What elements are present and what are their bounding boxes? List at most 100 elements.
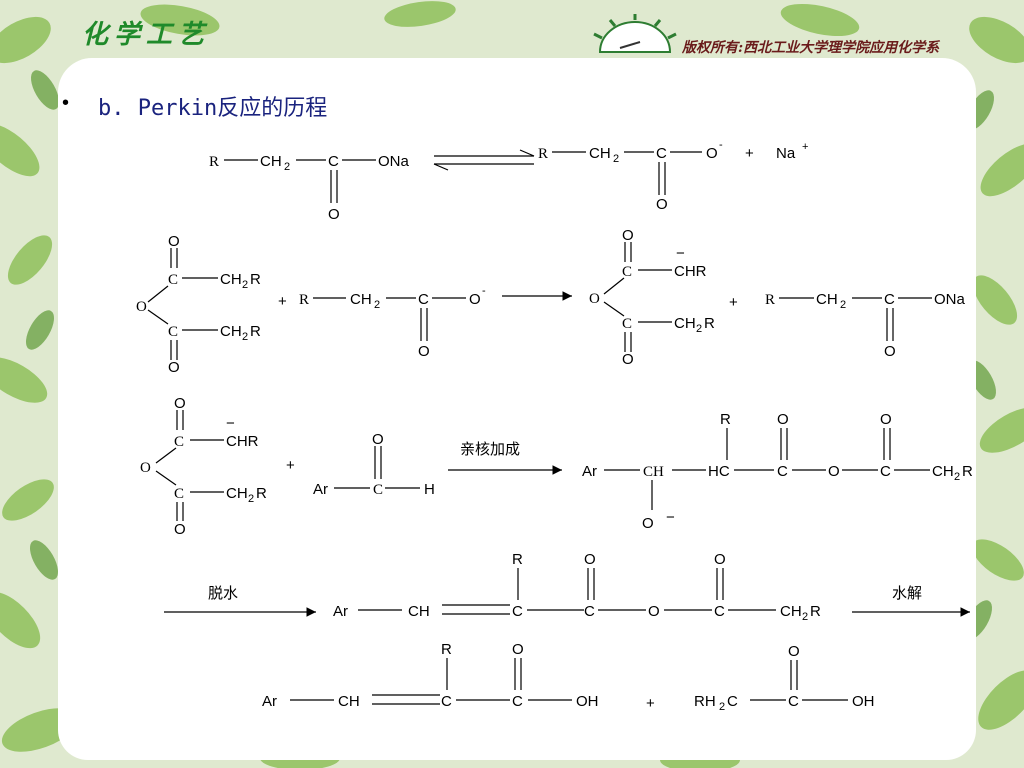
atom-O: O bbox=[328, 206, 340, 223]
atom-C: C bbox=[512, 693, 523, 710]
atom-CH2: CH bbox=[260, 153, 282, 170]
atom-C: C bbox=[328, 153, 339, 170]
group-Ar: Ar bbox=[262, 693, 277, 710]
atom-O: O bbox=[589, 291, 600, 307]
group-CHR: CHR bbox=[674, 263, 707, 280]
atom-O: O bbox=[642, 515, 654, 532]
group-CH: CH bbox=[338, 693, 360, 710]
sunrise-logo-icon bbox=[593, 14, 677, 53]
label-hydrolysis: 水解 bbox=[892, 585, 922, 602]
atom-CH2: CH bbox=[816, 291, 838, 308]
atom-H: H bbox=[424, 481, 435, 498]
label-nucleophilic-addition: 亲核加成 bbox=[460, 441, 520, 458]
subscript-2: 2 bbox=[696, 323, 702, 335]
plus-sign: + bbox=[278, 293, 287, 310]
plus-sign: + bbox=[646, 695, 655, 712]
atom-O: O bbox=[648, 603, 660, 620]
atom-O: O bbox=[622, 227, 634, 244]
group-CH: CH bbox=[643, 464, 664, 480]
atom-R: R bbox=[441, 641, 452, 658]
atom-C: C bbox=[512, 603, 523, 620]
atom-C: C bbox=[174, 486, 184, 502]
atom-O: O bbox=[469, 291, 481, 308]
group-Ar: Ar bbox=[313, 481, 328, 498]
subscript-2: 2 bbox=[242, 331, 248, 343]
ion-Na: Na bbox=[776, 145, 796, 162]
atom-C: C bbox=[584, 603, 595, 620]
atom-R: R bbox=[299, 292, 309, 308]
group-CH2R-R: R bbox=[962, 463, 973, 480]
subscript-2: 2 bbox=[802, 611, 808, 623]
atom-R: R bbox=[209, 154, 219, 170]
atom-O: O bbox=[418, 343, 430, 360]
subscript-2: 2 bbox=[284, 161, 290, 173]
atom-O: O bbox=[656, 196, 668, 213]
atom-C: C bbox=[656, 145, 667, 162]
atom-O: O bbox=[174, 395, 186, 412]
atom-O: O bbox=[828, 463, 840, 480]
atom-O: O bbox=[706, 145, 718, 162]
subscript-2: 2 bbox=[242, 279, 248, 291]
copyright-text: 版权所有:西北工业大学理学院应用化学系 bbox=[682, 40, 940, 56]
group-CH2R-R: R bbox=[250, 271, 261, 288]
atom-O: O bbox=[136, 299, 147, 315]
group-CH2R-R: R bbox=[810, 603, 821, 620]
atom-C: C bbox=[777, 463, 788, 480]
atom-CH2: CH bbox=[350, 291, 372, 308]
charge-minus: − bbox=[226, 415, 235, 432]
group-OH: OH bbox=[576, 693, 599, 710]
atom-O: O bbox=[168, 233, 180, 250]
subscript-2: 2 bbox=[613, 153, 619, 165]
subscript-2: 2 bbox=[954, 471, 960, 483]
group-ONa: ONa bbox=[378, 153, 410, 170]
subscript-2: 2 bbox=[374, 299, 380, 311]
atom-C: C bbox=[168, 324, 178, 340]
atom-O: O bbox=[788, 643, 800, 660]
atom-O: O bbox=[512, 641, 524, 658]
atom-O: O bbox=[372, 431, 384, 448]
group-CH: CH bbox=[408, 603, 430, 620]
charge-minus: − bbox=[676, 245, 685, 262]
page-title: b. Perkin反应的历程 bbox=[98, 96, 328, 121]
atom-C: C bbox=[714, 603, 725, 620]
atom-O: O bbox=[714, 551, 726, 568]
group-CHR: CHR bbox=[226, 433, 259, 450]
charge-minus: - bbox=[482, 285, 486, 297]
atom-R: R bbox=[720, 411, 731, 428]
subscript-2: 2 bbox=[248, 493, 254, 505]
atom-C: C bbox=[880, 463, 891, 480]
atom-O: O bbox=[140, 460, 151, 476]
group-RH2C-C: C bbox=[727, 693, 738, 710]
group-OH: OH bbox=[852, 693, 875, 710]
atom-C: C bbox=[788, 693, 799, 710]
atom-C: C bbox=[622, 316, 632, 332]
group-CH2R: CH bbox=[674, 315, 696, 332]
group-RH2C: RH bbox=[694, 693, 716, 710]
atom-O: O bbox=[884, 343, 896, 360]
subscript-2: 2 bbox=[840, 299, 846, 311]
header-logo-text: 化学工艺 bbox=[82, 20, 211, 50]
bullet-dot: • bbox=[62, 92, 70, 114]
plus-sign: + bbox=[286, 457, 295, 474]
group-CH2R: CH bbox=[226, 485, 248, 502]
atom-O: O bbox=[777, 411, 789, 428]
atom-R: R bbox=[765, 292, 775, 308]
group-Ar: Ar bbox=[333, 603, 348, 620]
group-ONa: ONa bbox=[934, 291, 966, 308]
atom-O: O bbox=[622, 351, 634, 368]
group-CH2R-R: R bbox=[256, 485, 267, 502]
atom-C: C bbox=[884, 291, 895, 308]
group-CH2R-R: R bbox=[704, 315, 715, 332]
slide-content-area bbox=[58, 58, 976, 760]
atom-R: R bbox=[538, 146, 548, 162]
atom-CH2: CH bbox=[589, 145, 611, 162]
group-CH2R: CH bbox=[932, 463, 954, 480]
label-dehydration: 脱水 bbox=[208, 585, 238, 602]
atom-C: C bbox=[418, 291, 429, 308]
group-CH2R-R: R bbox=[250, 323, 261, 340]
atom-C: C bbox=[174, 434, 184, 450]
group-CH2R: CH bbox=[220, 323, 242, 340]
charge-minus: - bbox=[719, 139, 723, 151]
atom-O: O bbox=[584, 551, 596, 568]
